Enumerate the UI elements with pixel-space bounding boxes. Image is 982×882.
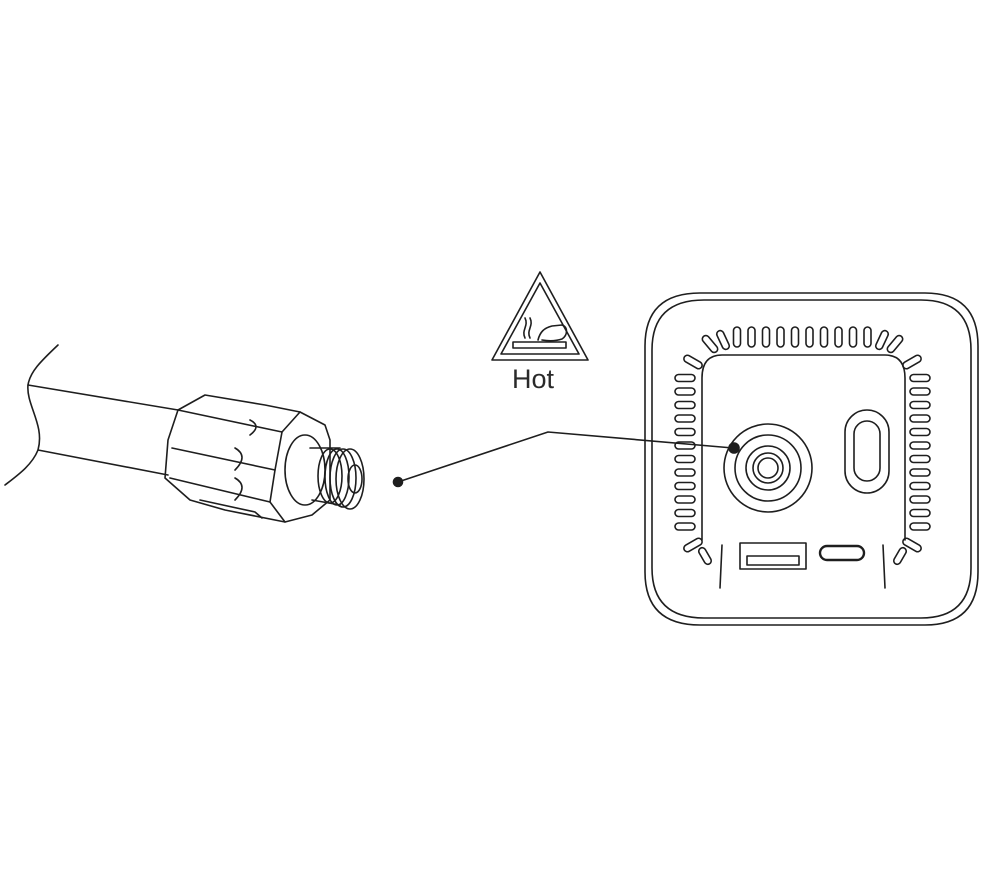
vent-slot: [674, 481, 696, 491]
vent-slot: [697, 546, 713, 566]
vent-slots: [674, 326, 931, 566]
vent-slot: [805, 326, 814, 348]
vent-slot: [674, 427, 696, 437]
usb-a-port: [739, 542, 807, 570]
vent-slot: [909, 468, 931, 477]
vent-slot: [902, 537, 922, 553]
vent-slot: [790, 326, 800, 348]
vent-slot: [776, 326, 785, 348]
vent-slot: [909, 454, 931, 464]
charge-port: [723, 423, 813, 513]
vent-slot: [909, 373, 931, 383]
vent-slot: [909, 481, 931, 491]
hot-warning-label: Hot: [512, 364, 555, 394]
vent-slot: [909, 441, 931, 450]
callout-line: [392, 431, 740, 488]
vent-slot: [909, 387, 931, 396]
vent-slot: [701, 334, 719, 354]
vent-slot: [674, 387, 696, 396]
vent-slot: [874, 329, 890, 351]
vent-slot: [902, 354, 922, 370]
vent-slot: [674, 495, 696, 504]
vent-slot: [674, 468, 696, 477]
hose: [4, 344, 179, 486]
vent-slot: [674, 441, 696, 450]
hot-surface-warning-icon: [491, 271, 589, 361]
vent-slot: [909, 414, 931, 423]
vent-slot: [834, 326, 843, 348]
vent-slot: [683, 354, 703, 370]
vent-slot: [819, 326, 829, 348]
power-station-device: [644, 292, 979, 626]
vent-slot: [886, 334, 904, 354]
vent-slot: [747, 326, 756, 348]
power-button: [844, 409, 890, 494]
vent-slot: [674, 414, 696, 423]
vent-slot: [674, 454, 696, 464]
vent-slot: [683, 537, 703, 553]
vent-slot: [715, 329, 731, 351]
vent-slot: [848, 326, 858, 348]
vent-slot: [909, 522, 931, 531]
vent-slot: [674, 508, 696, 518]
vent-slot: [863, 326, 872, 348]
vent-slot: [909, 495, 931, 504]
vent-slot: [674, 400, 696, 410]
vent-slot: [761, 326, 771, 348]
vent-slot: [909, 400, 931, 410]
usb-c-port: [818, 544, 866, 562]
vent-slot: [674, 373, 696, 383]
vent-slot: [674, 522, 696, 531]
vent-slot: [909, 508, 931, 518]
vent-slot: [909, 427, 931, 437]
vent-slot: [892, 546, 908, 566]
hose-connector: [164, 394, 365, 523]
vent-slot: [732, 326, 742, 348]
